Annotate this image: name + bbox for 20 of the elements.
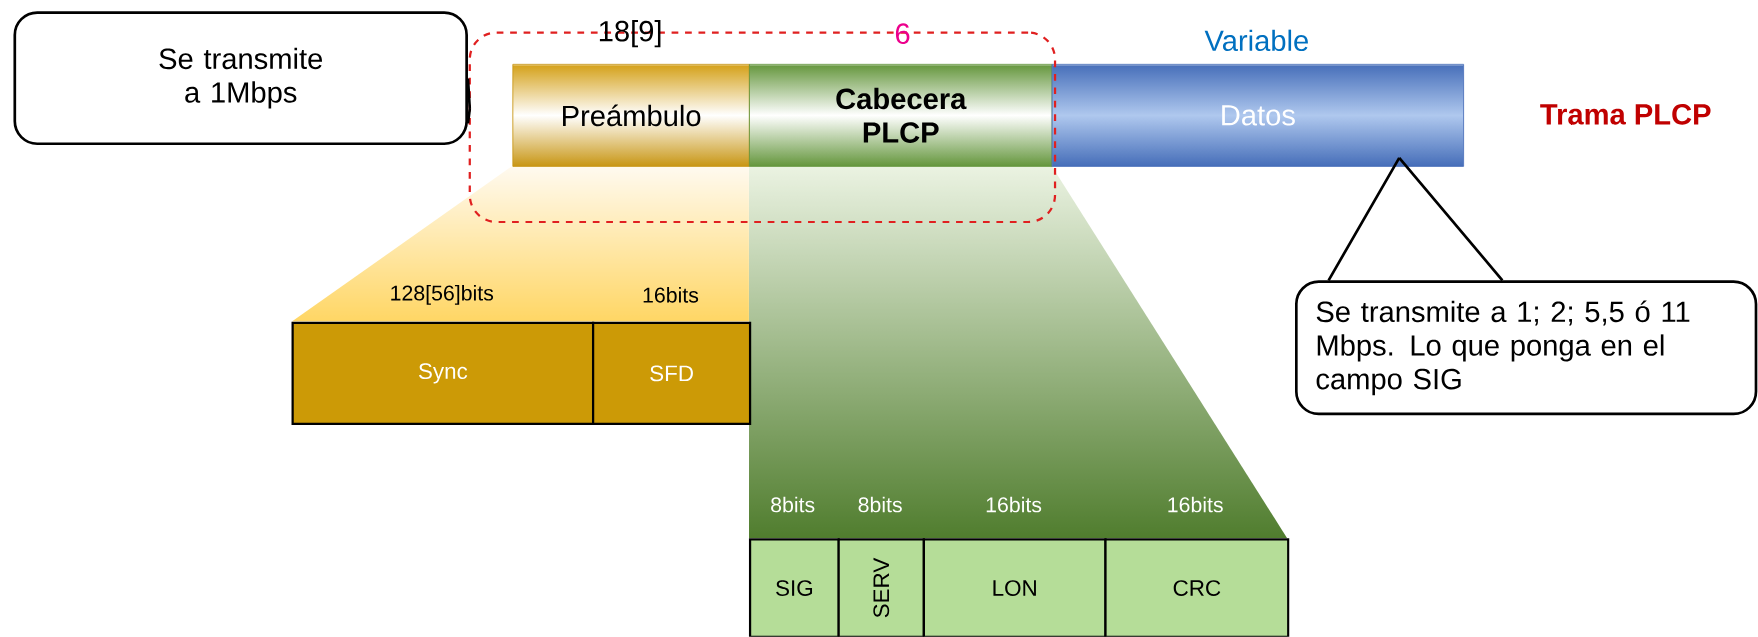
size-label: 16bits	[643, 287, 699, 303]
size-label: 128[56]bits	[391, 285, 494, 305]
callout-pointer	[466, 77, 472, 125]
size-label: 16bits	[1168, 496, 1223, 513]
callout-pointer	[1327, 156, 1504, 282]
field-box: Sync	[291, 321, 595, 425]
size-label: 18[9]	[599, 20, 661, 48]
frame-title: Trama PLCP	[1540, 104, 1711, 125]
size-label: 16bits	[986, 496, 1042, 513]
size-label: 6	[895, 23, 910, 45]
size-label: 8bits	[771, 496, 815, 513]
size-label: Variable	[1204, 29, 1308, 52]
field-box: SIG	[748, 538, 840, 637]
callout-box: Se transmite a 1Mbps	[13, 11, 468, 146]
field-box: SERV	[837, 538, 925, 637]
size-label: 8bits	[858, 496, 902, 513]
field-bar: Datos	[1051, 64, 1465, 167]
callout-box: Se transmite a 1; 2; 5,5 ó 11 Mbps. Lo que ponga en el campo SIG	[1294, 280, 1758, 416]
field-box: CRC	[1104, 538, 1290, 637]
field-box: SFD	[592, 321, 752, 425]
